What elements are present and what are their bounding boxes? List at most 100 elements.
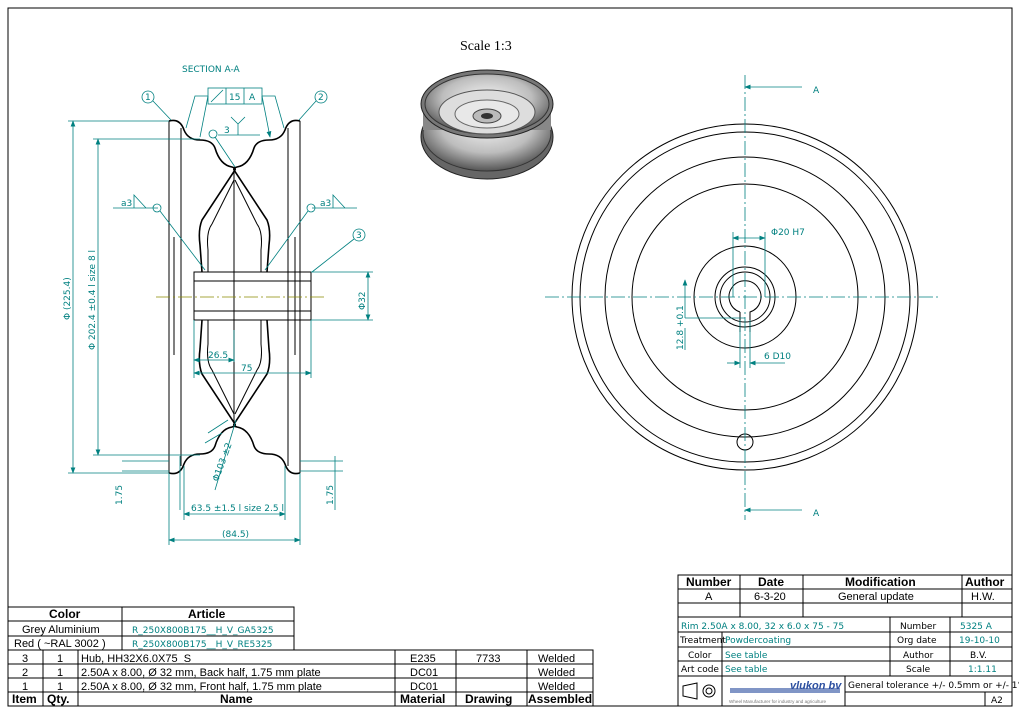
svg-text:Grey Aluminium: Grey Aluminium xyxy=(22,624,100,636)
svg-text:Number: Number xyxy=(686,575,732,589)
svg-text:Drawing: Drawing xyxy=(465,692,512,706)
svg-text:2.50A x 8.00, Ø 32 mm, Front h: 2.50A x 8.00, Ø 32 mm, Front half, 1.75 … xyxy=(81,681,322,693)
dim-keyway-width: 6 D10 xyxy=(764,352,791,362)
section-title: SECTION A-A xyxy=(182,65,241,75)
svg-text:Assembled: Assembled xyxy=(528,692,592,706)
svg-text:Scale: Scale xyxy=(906,665,931,675)
svg-text:Welded: Welded xyxy=(538,667,575,679)
svg-text:1.75: 1.75 xyxy=(115,485,125,505)
dim-hole: Φ20 H7 xyxy=(771,228,805,238)
svg-text:Author: Author xyxy=(903,651,934,661)
svg-text:2: 2 xyxy=(22,667,28,679)
svg-text:Color: Color xyxy=(688,651,712,661)
svg-text:5325 A: 5325 A xyxy=(960,622,993,632)
dim-keyway-depth: 12.8 +0.1 xyxy=(676,305,686,350)
weld-symbol-right xyxy=(312,193,357,209)
svg-text:Powdercoating: Powdercoating xyxy=(725,636,791,646)
balloon-2 xyxy=(314,90,328,104)
svg-text:Red ( ~RAL 3002 ): Red ( ~RAL 3002 ) xyxy=(14,638,106,650)
svg-text:1: 1 xyxy=(145,93,151,103)
svg-text:Qty.: Qty. xyxy=(47,692,69,706)
svg-text:3: 3 xyxy=(356,231,362,241)
balloon-1 xyxy=(141,90,155,104)
svg-text:19-10-10: 19-10-10 xyxy=(959,636,1000,646)
svg-text:7733: 7733 xyxy=(476,653,500,665)
svg-text:E235: E235 xyxy=(410,653,436,665)
dim-outer-diameter: Φ (225.4) xyxy=(63,277,73,320)
svg-text:Date: Date xyxy=(758,575,784,589)
svg-text:B.V.: B.V. xyxy=(970,651,987,661)
part-description: Rim 2.50A x 8.00, 32 x 6.0 x 75 - 75 xyxy=(681,622,844,632)
svg-text:DC01: DC01 xyxy=(410,681,438,693)
svg-text:See table: See table xyxy=(725,651,768,661)
svg-text:Hub, HH32X6.0X75_S: Hub, HH32X6.0X75_S xyxy=(81,653,191,665)
svg-text:DC01: DC01 xyxy=(410,667,438,679)
svg-text:Modification: Modification xyxy=(845,575,916,589)
svg-text:See table: See table xyxy=(725,665,768,675)
sheet-size: A2 xyxy=(991,696,1003,706)
parts-row-1: 1 1 2.50A x 8.00, Ø 32 mm, Front half, 1.7… xyxy=(22,681,575,693)
color-table: Color Article Grey Aluminium R_250X800B1… xyxy=(7,606,295,651)
svg-text:Color: Color xyxy=(49,607,81,621)
svg-text:Welded: Welded xyxy=(538,653,575,665)
projection-symbol-icon xyxy=(682,682,716,700)
svg-text:a3: a3 xyxy=(320,199,331,209)
dim-overall-width: (84.5) xyxy=(222,530,249,540)
svg-text:Wheel Manufacturer for industr: Wheel Manufacturer for industry and agri… xyxy=(729,699,826,704)
company-logo: vlukon bv Wheel Manufacturer for industr… xyxy=(729,680,842,704)
dim-bore: Φ32 xyxy=(358,291,368,310)
svg-text:75: 75 xyxy=(241,364,252,374)
svg-text:H.W.: H.W. xyxy=(971,591,995,603)
dim-bead-seat: 63.5 ±1.5 l size 2.5 l xyxy=(191,504,284,514)
weld-symbol-left xyxy=(113,193,158,209)
svg-text:1:1.11: 1:1.11 xyxy=(968,665,997,675)
balloon-3 xyxy=(352,228,366,242)
scale-label: Scale 1:3 xyxy=(460,39,512,54)
svg-text:Number: Number xyxy=(900,622,936,632)
svg-text:General update: General update xyxy=(838,591,914,603)
svg-text:Art code: Art code xyxy=(681,665,719,675)
svg-text:A: A xyxy=(249,93,256,103)
svg-text:R_250X800B175__H_V_GA5325: R_250X800B175__H_V_GA5325 xyxy=(132,626,274,636)
general-tolerance: General tolerance +/- 0.5mm or +/- 1° xyxy=(848,681,1019,691)
svg-text:2: 2 xyxy=(318,93,324,103)
svg-text:Article: Article xyxy=(188,607,226,621)
svg-text:Welded: Welded xyxy=(538,681,575,693)
svg-text:Org date: Org date xyxy=(897,636,937,646)
section-view: SECTION A-A 15 A 1 2 3 3 a3 xyxy=(63,65,373,545)
svg-text:1: 1 xyxy=(22,681,28,693)
rim-profile-top xyxy=(168,119,301,273)
svg-text:Material: Material xyxy=(400,692,445,706)
hub-bore xyxy=(193,280,312,312)
front-view: A A Φ20 H7 12.8 +0.1 6 D10 xyxy=(545,75,940,520)
section-marker-bottom: A xyxy=(813,509,820,519)
svg-text:Treatment: Treatment xyxy=(679,636,726,646)
svg-text:Author: Author xyxy=(965,575,1005,589)
svg-text:6-3-20: 6-3-20 xyxy=(754,591,786,603)
svg-text:R_250X800B175__H_V_RE5325: R_250X800B175__H_V_RE5325 xyxy=(132,640,272,650)
dim-bead-diameter: Φ 202.4 ±0.4 l size 8 l xyxy=(88,250,98,350)
svg-text:3: 3 xyxy=(22,653,28,665)
svg-text:1: 1 xyxy=(57,667,63,679)
svg-text:15: 15 xyxy=(229,93,240,103)
hub-wall-top xyxy=(193,271,312,282)
svg-text:26.5: 26.5 xyxy=(208,351,228,361)
svg-text:1: 1 xyxy=(57,653,63,665)
section-marker-top: A xyxy=(813,86,820,96)
revision-row: A 6-3-20 General update H.W. xyxy=(705,591,995,603)
svg-text:1: 1 xyxy=(57,681,63,693)
wheel-3d-render xyxy=(420,69,554,180)
svg-text:1.75: 1.75 xyxy=(326,485,336,505)
svg-text:Item: Item xyxy=(12,692,37,706)
svg-text:a3: a3 xyxy=(121,199,132,209)
weld-symbol-top xyxy=(218,116,260,136)
svg-text:A: A xyxy=(705,591,713,603)
parts-row-3: 3 1 Hub, HH32X6.0X75_S E235 7733 Welded xyxy=(22,653,575,665)
svg-text:vlukon bv: vlukon bv xyxy=(790,680,842,692)
svg-text:3: 3 xyxy=(224,126,230,136)
